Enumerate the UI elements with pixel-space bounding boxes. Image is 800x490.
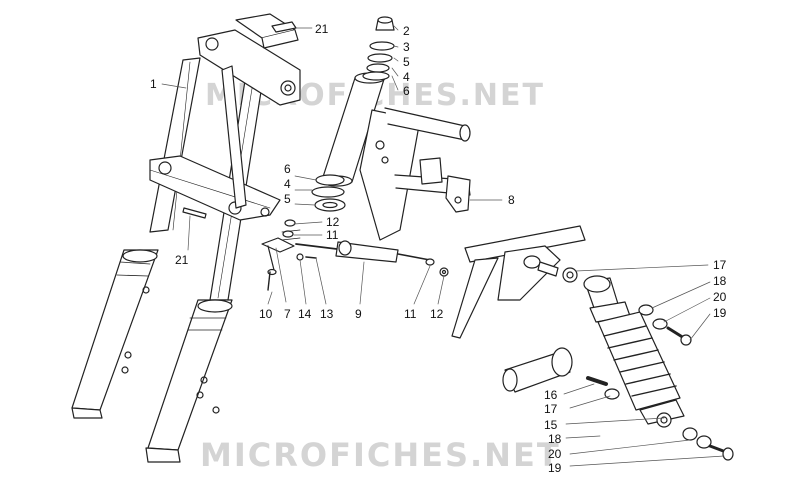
callout-19-lower: 19 bbox=[548, 461, 562, 475]
head-bearing-stack bbox=[362, 16, 395, 81]
lower-bearing-stack bbox=[311, 174, 346, 212]
steering-damper bbox=[261, 219, 449, 291]
callout-20-top: 20 bbox=[713, 290, 727, 304]
frame-section bbox=[321, 72, 586, 393]
leader-lines bbox=[161, 25, 725, 467]
callout-18-lower: 18 bbox=[548, 432, 562, 446]
callout-1: 1 bbox=[150, 77, 157, 91]
callout-8: 8 bbox=[508, 193, 515, 207]
callout-4-lower: 4 bbox=[284, 177, 291, 191]
watermark-bottom: MICROFICHES.NET bbox=[200, 436, 561, 474]
callout-19-top: 19 bbox=[713, 306, 727, 320]
callout-12-lower: 12 bbox=[430, 307, 444, 321]
callout-13: 13 bbox=[320, 307, 334, 321]
callout-3: 3 bbox=[403, 40, 410, 54]
callout-15: 15 bbox=[544, 418, 558, 432]
callout-21-lower: 21 bbox=[175, 253, 189, 267]
callout-18-top: 18 bbox=[713, 274, 727, 288]
callout-12-top: 12 bbox=[326, 215, 340, 229]
callout-7: 7 bbox=[284, 307, 291, 321]
callout-17-lower: 17 bbox=[544, 402, 558, 416]
callout-5-lower: 5 bbox=[284, 192, 291, 206]
front-fork-assembly bbox=[71, 13, 301, 463]
callout-17-top: 17 bbox=[713, 258, 727, 272]
rear-shock-absorber bbox=[537, 261, 734, 461]
callout-16: 16 bbox=[544, 388, 558, 402]
callout-6-top: 6 bbox=[403, 84, 410, 98]
callout-14: 14 bbox=[298, 307, 312, 321]
callout-9: 9 bbox=[355, 307, 362, 321]
callout-20-lower: 20 bbox=[548, 447, 562, 461]
callout-5-top: 5 bbox=[403, 55, 410, 69]
callout-11-lower: 11 bbox=[404, 307, 417, 321]
callout-11-top: 11 bbox=[326, 228, 339, 242]
callout-10: 10 bbox=[259, 307, 273, 321]
callout-6-lower: 6 bbox=[284, 162, 291, 176]
callout-2: 2 bbox=[403, 24, 410, 38]
callout-4-top: 4 bbox=[403, 70, 410, 84]
callout-21-top: 21 bbox=[315, 22, 329, 36]
